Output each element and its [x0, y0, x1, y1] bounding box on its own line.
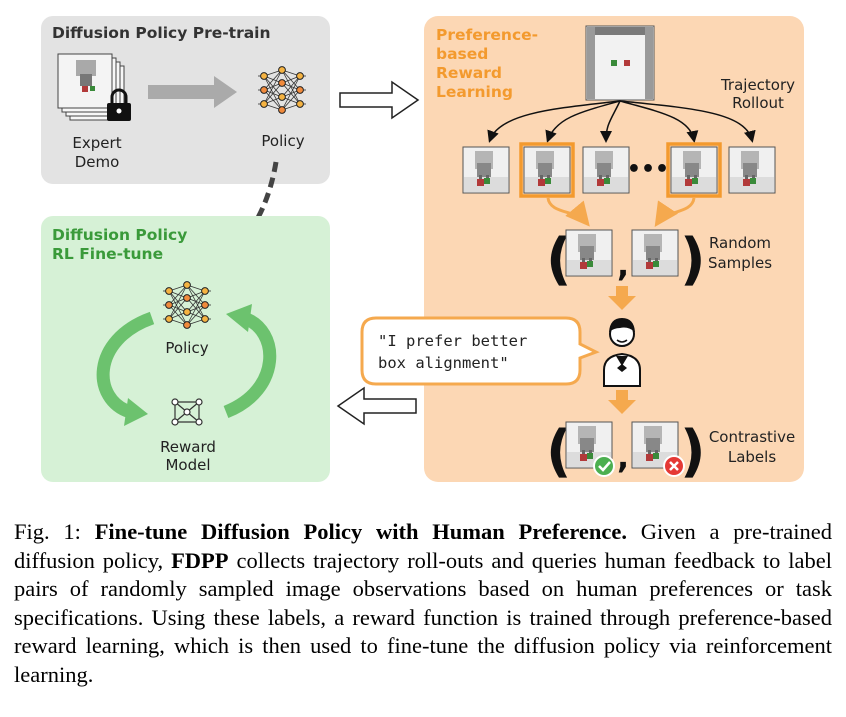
- reward-model-label-line1: Reward: [160, 438, 216, 456]
- outline-arrow-right: [339, 80, 420, 120]
- reward-title-line3: Reward: [436, 64, 502, 82]
- random-sample-2: [631, 229, 679, 277]
- orange-down-arrow-1: [608, 286, 636, 310]
- green-cycle-arrow-left-head: [124, 398, 148, 426]
- rollout-frame-4: [666, 142, 722, 198]
- green-cycle-arrow-right-head: [226, 304, 252, 332]
- caption-text-1: Given a pre-trained diffusion policy,: [14, 519, 832, 573]
- figure-caption: Fig. 1: Fine-tune Diffusion Policy with …: [14, 518, 832, 690]
- rollout-label-line2: Rollout: [732, 94, 784, 112]
- finetune-policy-label: Policy: [165, 339, 208, 357]
- cross-icon: [663, 455, 685, 477]
- random-pair-close-paren: ): [680, 227, 706, 292]
- random-samples-label-line2: Samples: [708, 254, 772, 272]
- caption-bold-title: Fine-tune Diffusion Policy with Human Pr…: [94, 519, 628, 544]
- lock-icon: [107, 88, 131, 121]
- outline-arrow-left: [336, 386, 417, 426]
- pretrain-arrow: [148, 76, 237, 108]
- initial-scene-image: [585, 25, 655, 101]
- check-icon: [593, 455, 615, 477]
- reward-title-line4: Learning: [436, 83, 513, 101]
- fdpp-diagram: Diffusion Policy Pre-train Expert Demo P…: [41, 16, 804, 484]
- expert-label-line1: Expert: [72, 134, 121, 152]
- finetune-title-line1: Diffusion Policy: [52, 226, 187, 244]
- contrastive-pair-close-paren: ): [680, 419, 706, 484]
- rollout-branch-arrows: [487, 100, 756, 143]
- rollout-frame-5: [728, 146, 776, 194]
- orange-down-arrow-2: [608, 390, 636, 414]
- speech-text-line2: box alignment": [378, 354, 509, 372]
- contrastive-label-line2: Labels: [728, 448, 776, 466]
- reward-model-label-line2: Model: [165, 456, 210, 474]
- speech-text-line1: "I prefer better: [378, 332, 527, 350]
- caption-bold-name: FDPP: [171, 547, 229, 573]
- ellipsis: •••: [627, 157, 669, 182]
- rollout-frame-3: [582, 146, 630, 194]
- reward-title-line2: based: [436, 45, 488, 63]
- caption-text-2: collects trajectory roll-outs and querie…: [14, 547, 832, 687]
- finetune-title-line2: RL Fine-tune: [52, 245, 163, 263]
- rollout-frame-1: [462, 146, 510, 194]
- human-annotator-icon: [603, 318, 641, 387]
- orange-sample-arrow-left: [546, 197, 590, 227]
- finetune-panel: [41, 216, 330, 482]
- rollout-label-line1: Trajectory: [720, 76, 795, 94]
- random-samples-label-line1: Random: [709, 234, 771, 252]
- expert-label-line2: Demo: [75, 153, 120, 171]
- contrastive-pair-comma: ,: [617, 438, 629, 476]
- orange-sample-arrow-right: [654, 197, 696, 227]
- speech-bubble: [360, 316, 600, 386]
- green-cycle-arrow-left: [96, 311, 155, 419]
- rollout-frame-2: [519, 142, 575, 198]
- random-sample-1: [565, 229, 613, 277]
- contrastive-label-line1: Contrastive: [709, 428, 795, 446]
- caption-fig-number: Fig. 1:: [14, 519, 95, 544]
- random-pair-comma: ,: [617, 246, 629, 284]
- reward-title-line1: Preference-: [436, 26, 538, 44]
- reward-model-icon: [171, 398, 203, 426]
- pretrain-policy-label: Policy: [261, 132, 304, 150]
- green-cycle-arrow-right: [223, 311, 277, 419]
- pretrain-title: Diffusion Policy Pre-train: [52, 24, 271, 42]
